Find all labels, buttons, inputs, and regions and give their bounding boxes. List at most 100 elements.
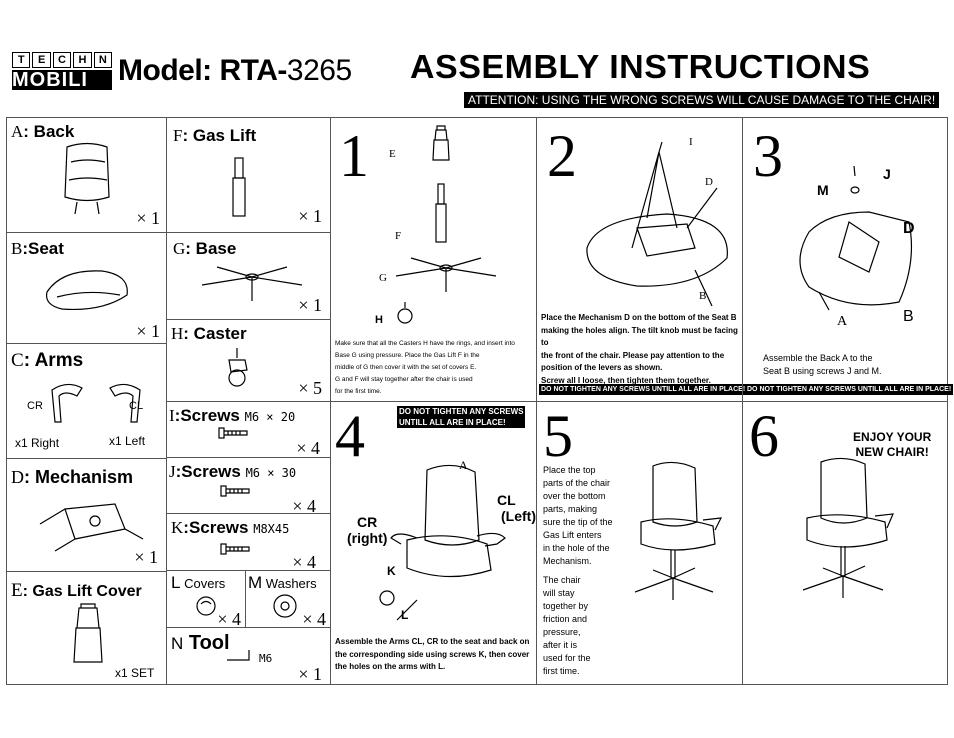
screw-j-drawing — [220, 485, 250, 497]
step-5-line: will stay — [543, 588, 575, 598]
mechanism-drawing — [39, 503, 144, 552]
step-6-line: NEW CHAIR! — [855, 445, 929, 459]
part-letter: N — [171, 634, 184, 653]
part-name: Tool — [188, 632, 230, 654]
step-3-label-d: D — [903, 220, 915, 237]
step-2-label-d: D — [705, 176, 713, 188]
step-5-number: 5 — [543, 403, 573, 469]
step-2-panel: 2 I D B Place the Mechanism D on the bot… — [536, 117, 748, 402]
part-i-label: I:Screws M6 × 20 — [169, 406, 295, 426]
screw-i-drawing — [218, 427, 248, 439]
part-c-cell: C: Arms CR CL x1 Right x1 Left — [6, 343, 167, 459]
part-f-cell: F: Gas Lift × 1 — [166, 117, 331, 233]
step-6-line: ENJOY YOUR — [853, 430, 932, 444]
part-l-cell: L Covers × 4 — [166, 570, 246, 629]
part-e-cell: E: Gas Lift Cover x1 SET — [6, 571, 167, 685]
step-2-label-i: I — [689, 136, 693, 148]
step-4-label-cl-left: (Left) — [501, 508, 536, 524]
model-prefix: Model: RTA- — [118, 54, 287, 87]
step-4-warning-line: UNTILL ALL ARE IN PLACE! — [399, 418, 506, 427]
attention-banner: ATTENTION: USING THE WRONG SCREWS WILL C… — [464, 92, 940, 108]
step-4-label-cr: CR — [357, 514, 378, 530]
step-4-number: 4 — [335, 403, 365, 469]
step-1-label-f: F — [395, 230, 402, 242]
logo-letter: C — [52, 52, 72, 68]
step-4-text: Assemble the Arms CL, CR to the seat and… — [335, 636, 529, 674]
chair-back-drawing — [64, 142, 110, 215]
part-letter: G — [173, 239, 186, 258]
caster-drawing — [228, 348, 248, 387]
part-n-cell: N Tool M6 × 1 — [166, 627, 331, 685]
logo-letter: T — [12, 52, 31, 68]
step-1-base — [395, 257, 497, 292]
step-2-line: Place the Mechanism D on the bottom of t… — [541, 313, 737, 322]
step-4-line: the holes on the arms with L. — [335, 662, 446, 671]
part-g-qty: × 1 — [298, 295, 322, 315]
part-f-label: F: Gas Lift — [173, 126, 256, 146]
part-name: : Gas Lift Cover — [22, 583, 142, 600]
part-k-label: K:Screws M8X45 — [171, 518, 289, 538]
step-4-chair-arms — [390, 464, 506, 621]
step-2-number: 2 — [547, 123, 577, 189]
step-2-line: making the holes align. The tilt knob mu… — [541, 325, 738, 348]
gas-lift-cover-drawing — [73, 603, 103, 663]
step-5-line: Mechanism. — [543, 556, 592, 566]
step-1-label-h: H — [375, 314, 383, 326]
part-a-qty: × 1 — [136, 208, 160, 228]
step-5-line: friction and — [543, 614, 588, 624]
step-5-line: used for the — [543, 653, 591, 663]
step-5-line: in the hole of the — [543, 543, 610, 553]
part-a-label: A: Back — [11, 122, 74, 142]
part-letter: E — [11, 580, 23, 601]
step-3-label-m: M — [817, 182, 829, 198]
part-letter: J — [169, 462, 176, 481]
seat-drawing — [45, 270, 128, 311]
part-n-label: N Tool — [171, 632, 230, 655]
part-i-cell: I:Screws M6 × 20 × 4 — [166, 401, 331, 458]
step-5-chair-drawing — [634, 461, 723, 600]
step-1-panel: 1 E F G H Make sure that all the Casters… — [330, 117, 537, 402]
part-d-label: D: Mechanism — [11, 467, 133, 488]
part-name: :Screws — [174, 406, 240, 425]
part-j-label: J:Screws M6 × 30 — [169, 462, 296, 482]
step-3-label-j: J — [883, 166, 891, 182]
base-drawing — [201, 266, 303, 301]
step-5-panel: 5 Place the top parts of the chair over … — [536, 401, 743, 685]
part-m-cell: M Washers × 4 — [245, 570, 331, 629]
part-name: : Arms — [23, 350, 84, 371]
part-name: : Mechanism — [24, 467, 134, 487]
part-n-spec: M6 — [259, 652, 273, 665]
step-5-line: over the bottom — [543, 491, 606, 501]
gas-lift-drawing — [232, 157, 246, 217]
step-3-label-a: A — [837, 314, 848, 329]
model-number: Model: RTA-3265 — [118, 54, 352, 88]
step-2-label-b: B — [699, 290, 707, 302]
step-6-number: 6 — [749, 403, 779, 469]
part-g-label: G: Base — [173, 239, 236, 259]
part-j-cell: J:Screws M6 × 30 × 4 — [166, 457, 331, 516]
part-a-cell: A: Back × 1 — [6, 117, 167, 233]
step-6-text: ENJOY YOUR NEW CHAIR! — [853, 430, 931, 460]
step-3-panel: 3 M J D A B Assemble the Back A to the S… — [742, 117, 954, 402]
part-letter: I — [169, 406, 175, 425]
step-5-line: sure the tip of the — [543, 517, 613, 527]
part-name: :Screws — [175, 462, 241, 481]
step-4-label-l: L — [401, 608, 409, 622]
step-4-label-cr-right: (right) — [347, 530, 388, 546]
step-1-line: for the first time. — [335, 388, 382, 395]
part-h-cell: H: Caster × 5 — [166, 319, 331, 402]
logo-letter: N — [93, 52, 113, 68]
part-h-label: H: Caster — [171, 324, 247, 344]
allen-key-drawing — [227, 650, 250, 661]
part-letter: M — [248, 573, 263, 592]
part-name: : Gas Lift — [182, 126, 257, 145]
part-h-qty: × 5 — [298, 378, 322, 398]
part-k-cell: K:Screws M8X45 × 4 — [166, 513, 331, 572]
step-5-line: parts, making — [543, 504, 598, 514]
step-6-panel: 6 ENJOY YOUR NEW CHAIR! — [742, 401, 948, 685]
step-3-warning: DO NOT TIGHTEN ANY SCREWS UNTILL ALL ARE… — [745, 384, 954, 395]
part-name: : Base — [185, 239, 237, 258]
step-4-line: Assemble the Arms CL, CR to the seat and… — [335, 637, 530, 646]
